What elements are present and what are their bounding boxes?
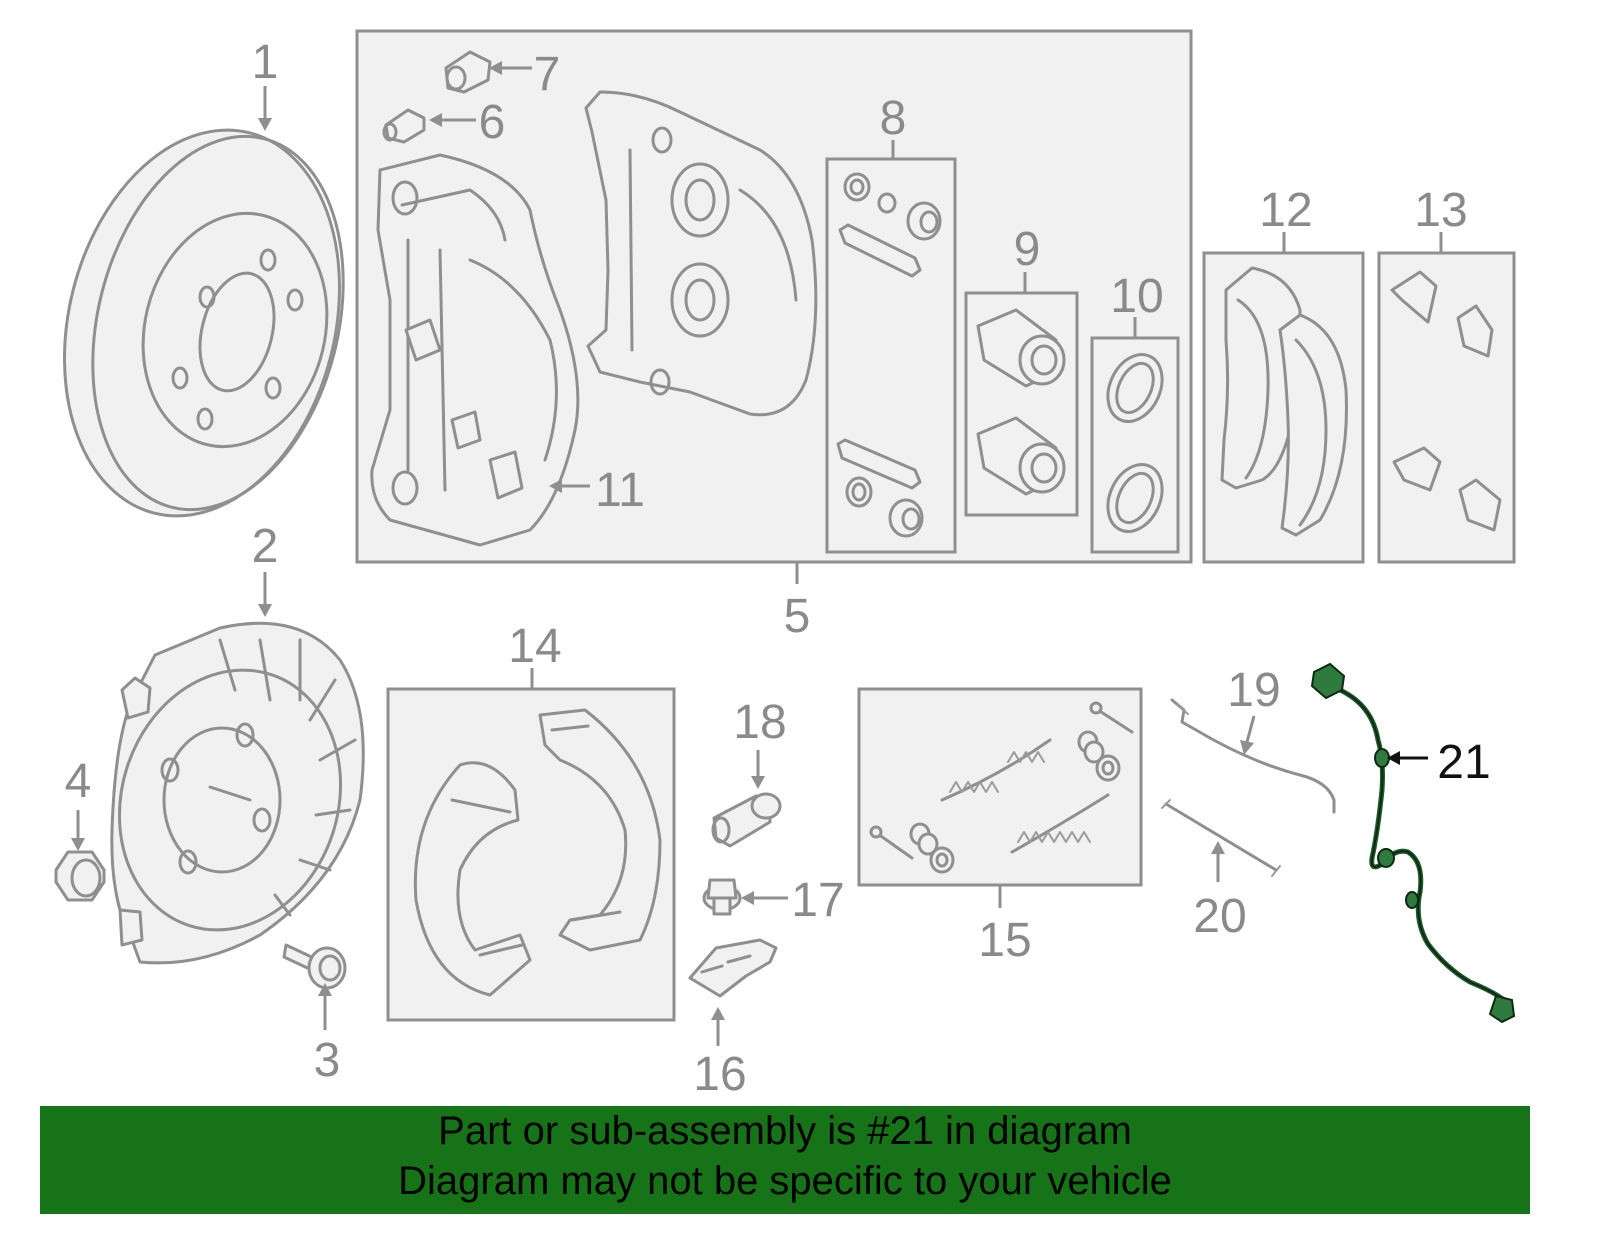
part-14-parking-brake-shoes: [413, 708, 662, 997]
part-13-clips: [1390, 270, 1502, 532]
callout-19: 19: [1227, 664, 1280, 717]
caliper-housing: [584, 90, 818, 417]
callout-9: 9: [1014, 223, 1041, 276]
part-18-fitting: [711, 792, 782, 848]
banner-line-2: Diagram may not be specific to your vehi…: [398, 1159, 1172, 1203]
callout-16: 16: [693, 1048, 746, 1101]
callout-6: 6: [479, 96, 506, 149]
arrowhead-6: [429, 113, 442, 127]
part-1-brake-rotor: [63, 128, 345, 518]
callout-8: 8: [880, 92, 907, 145]
callout-20: 20: [1193, 890, 1246, 943]
arrowhead-11: [549, 479, 562, 493]
part-3-bolt: [282, 943, 347, 990]
part-7-dust-cap: [444, 50, 492, 94]
part-4-nut: [54, 850, 106, 902]
arrowhead-3: [318, 983, 332, 996]
part-21-abs-sensor: [1310, 662, 1516, 1024]
part-15-hardware-kit: [869, 701, 1134, 874]
part-19-brake-line: [1170, 698, 1336, 814]
callout-11: 11: [595, 464, 645, 517]
callout-21: 21: [1437, 736, 1490, 789]
arrowhead-19: [1240, 740, 1254, 755]
banner-line-1: Part or sub-assembly is #21 in diagram: [438, 1109, 1132, 1153]
arrowhead-21: [1387, 751, 1400, 765]
arrowhead-20: [1211, 841, 1225, 854]
callout-17: 17: [791, 874, 844, 927]
callout-3: 3: [314, 1034, 341, 1087]
part-17-plug: [702, 878, 742, 916]
callout-7: 7: [534, 48, 561, 101]
part-2-backing-plate: [110, 621, 365, 965]
arrowhead-1: [258, 118, 272, 131]
part-10-seals: [1106, 353, 1164, 533]
arrow-19: [1245, 715, 1256, 743]
part-9-pistons: [976, 308, 1066, 496]
callout-18: 18: [733, 696, 786, 749]
part-16-bracket: [688, 938, 778, 998]
callout-13: 13: [1414, 184, 1467, 237]
part-20-rod: [1161, 799, 1281, 877]
info-banner: Part or sub-assembly is #21 in diagram D…: [40, 1106, 1530, 1214]
callout-14: 14: [508, 620, 561, 673]
arrowhead-4: [71, 838, 85, 851]
part-11-caliper-bracket: [370, 153, 580, 547]
arrowhead-16: [711, 1007, 725, 1020]
callout-10: 10: [1110, 270, 1163, 323]
callout-5: 5: [784, 590, 811, 643]
callout-12: 12: [1259, 184, 1312, 237]
callout-1: 1: [252, 36, 279, 89]
arrowhead-17: [741, 891, 754, 905]
part-12-brake-pads: [1220, 266, 1348, 537]
callout-4: 4: [65, 755, 92, 808]
arrowhead-7: [489, 61, 502, 75]
box-15-hardware-kit: [857, 687, 1143, 887]
part-6-bleeder-screw: [382, 108, 426, 144]
callout-15: 15: [978, 914, 1031, 967]
part-8-guide-pin-kit: [836, 172, 942, 538]
arrowhead-2: [258, 604, 272, 617]
callout-2: 2: [252, 520, 279, 573]
arrowhead-18: [751, 776, 765, 789]
